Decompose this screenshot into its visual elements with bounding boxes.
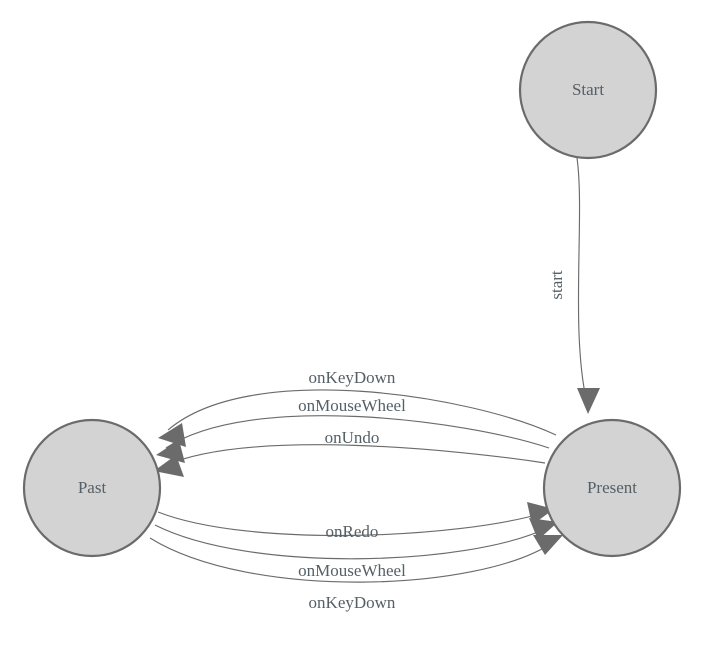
node-label-past: Past — [78, 478, 107, 497]
edge-label-onkeydown-undo: onKeyDown — [309, 368, 396, 387]
edge-label-onmousewheel-redo: onMouseWheel — [298, 561, 406, 580]
edge-start-present[interactable]: start — [547, 157, 600, 414]
arrow-head-start-present — [577, 388, 600, 414]
arrow-head-present-past-onmousewheel — [156, 440, 185, 463]
edge-present-past-onmousewheel[interactable]: onMouseWheel — [156, 396, 550, 463]
edge-path-past-present-onredo — [157, 511, 544, 537]
edge-path-start-present — [576, 157, 588, 404]
edge-past-present-onkeydown[interactable]: onKeyDown — [149, 535, 563, 612]
arrow-head-past-present-onkeydown — [533, 535, 563, 555]
edge-label-onredo: onRedo — [326, 522, 379, 541]
node-circle-past — [22, 418, 162, 558]
node-past[interactable]: Past — [22, 418, 162, 558]
node-present[interactable]: Present — [542, 418, 682, 558]
arrow-head-present-past-onundo — [154, 455, 184, 477]
edges-group: start onKeyDown onMouseWheel onUndo — [149, 157, 600, 612]
nodes-group: Start Past Present — [22, 20, 682, 558]
edge-path-past-present-onkeydown — [149, 537, 553, 583]
node-circle-start — [518, 20, 658, 160]
edge-path-past-present-onmousewheel — [154, 524, 548, 560]
edge-label-start: start — [547, 270, 566, 300]
node-label-start: Start — [572, 80, 604, 99]
edge-label-onmousewheel-undo: onMouseWheel — [298, 396, 406, 415]
edge-past-present-onredo[interactable]: onRedo — [157, 502, 554, 541]
edge-path-present-past-onmousewheel — [165, 415, 550, 449]
node-label-present: Present — [587, 478, 637, 497]
edge-present-past-onundo[interactable]: onUndo — [154, 428, 546, 477]
edge-label-onkeydown-redo: onKeyDown — [309, 593, 396, 612]
edge-past-present-onmousewheel[interactable]: onMouseWheel — [154, 518, 558, 580]
node-start[interactable]: Start — [518, 20, 658, 160]
node-circle-present — [542, 418, 682, 558]
edge-label-onundo: onUndo — [325, 428, 380, 447]
edge-path-present-past-onkeydown — [167, 389, 557, 436]
arrow-head-past-present-onmousewheel — [529, 518, 558, 540]
edge-path-present-past-onundo — [163, 444, 546, 467]
